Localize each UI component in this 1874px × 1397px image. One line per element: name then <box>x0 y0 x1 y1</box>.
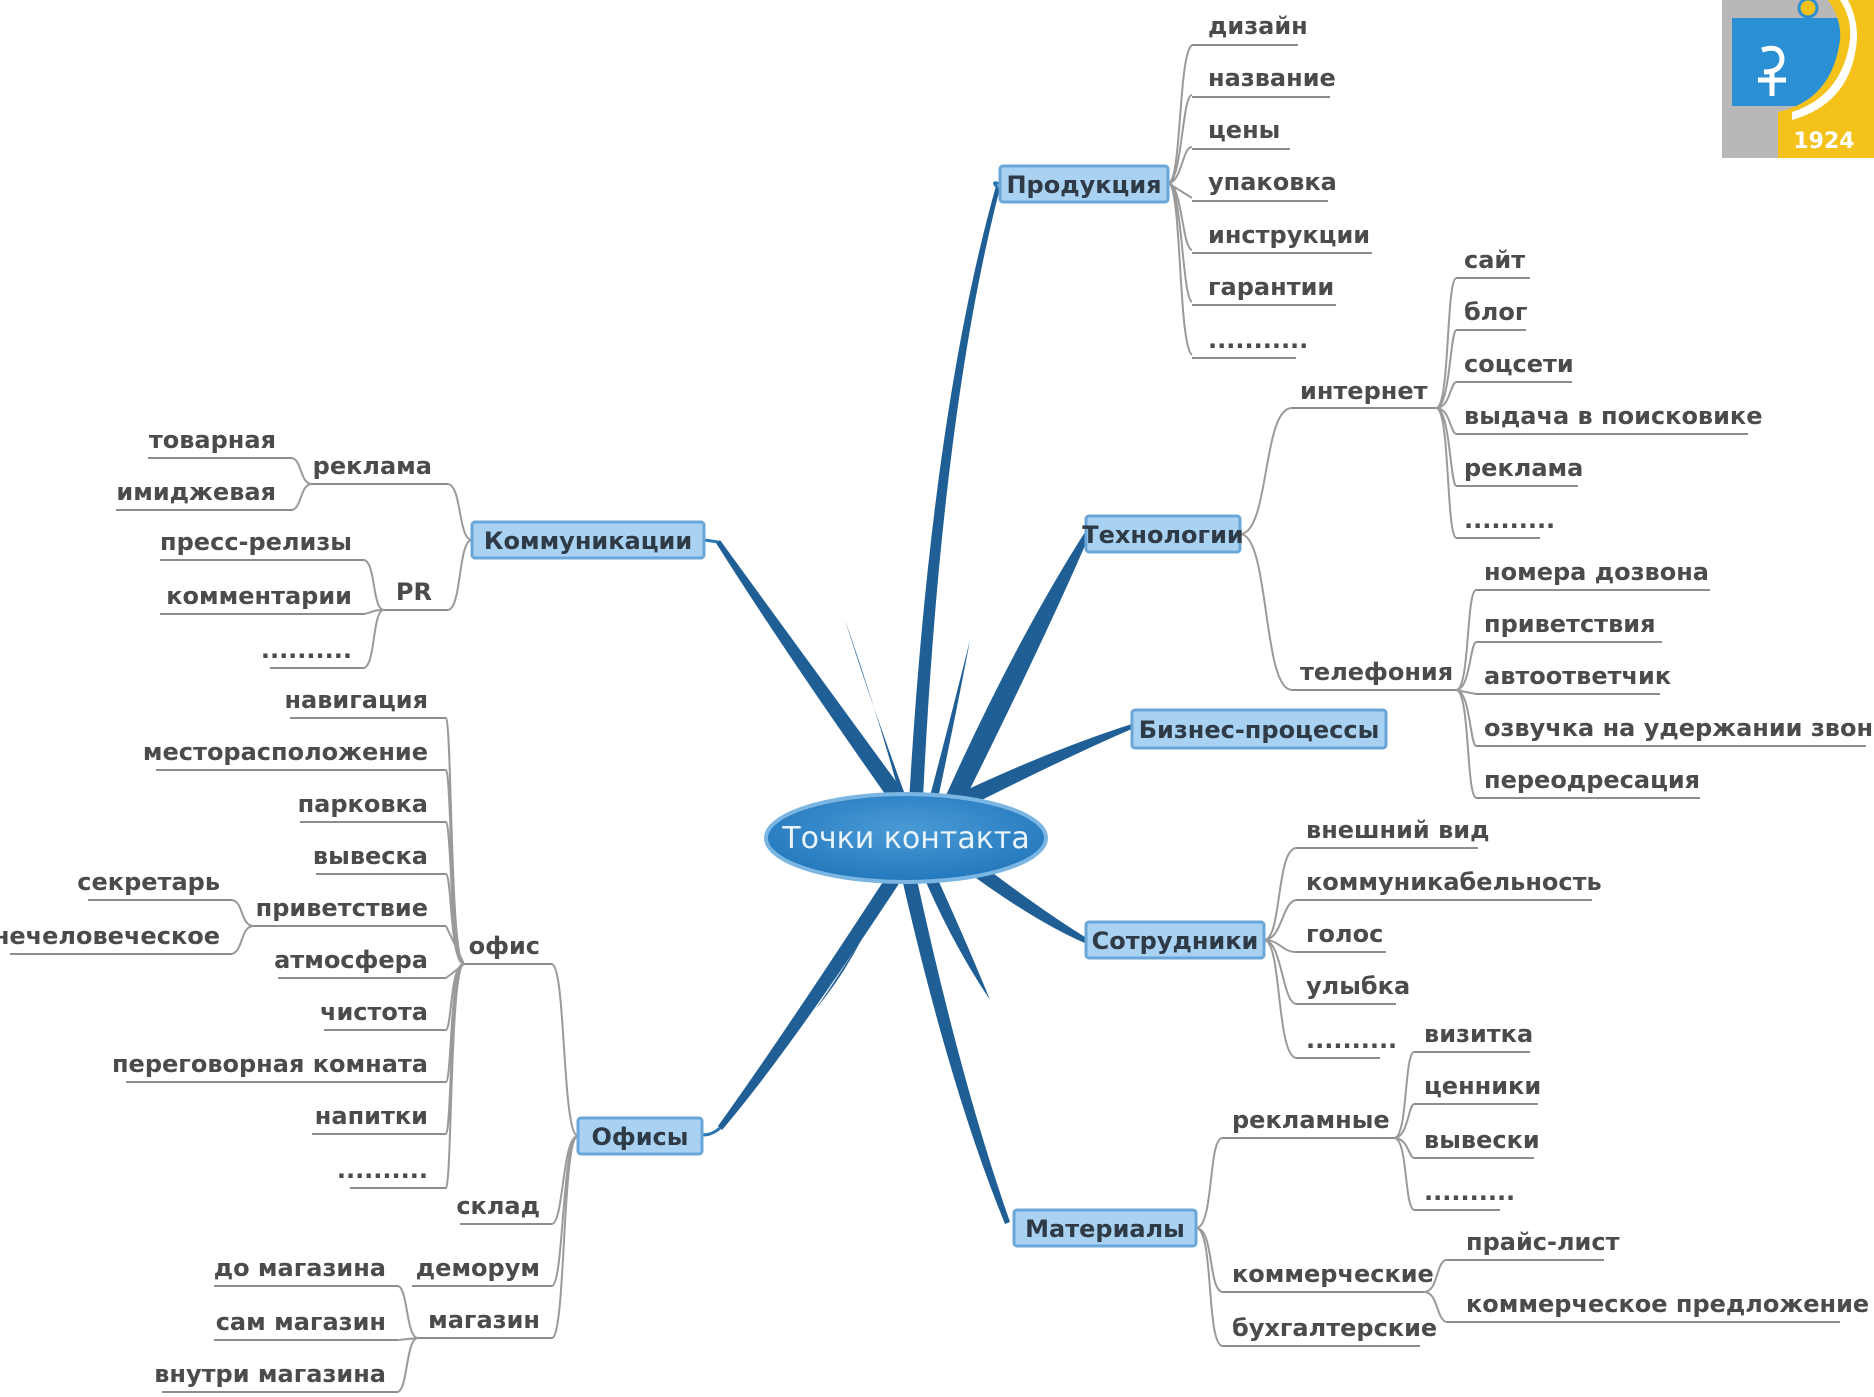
office-item: чистота <box>320 998 428 1026</box>
advertising-item: визитка <box>1424 1020 1533 1048</box>
spoke-business <box>945 724 1134 815</box>
staff-item: голос <box>1306 920 1383 948</box>
technologies-label: Технологии <box>1082 521 1243 549</box>
advertising-item: ценники <box>1424 1072 1541 1100</box>
commercial-label: коммерческие <box>1232 1260 1434 1288</box>
telephony-item: приветствия <box>1484 610 1656 638</box>
office-item: атмосфера <box>274 946 428 974</box>
pr-label: PR <box>396 578 432 606</box>
staff-item: коммуникабельность <box>1306 868 1602 896</box>
telephony-item: переодресация <box>1484 766 1700 794</box>
telephony-label: телефония <box>1300 658 1453 686</box>
products-item: гарантии <box>1208 273 1334 301</box>
ads-label: реклама <box>313 452 432 480</box>
internet-label: интернет <box>1300 377 1428 405</box>
branch-technologies: Технологии интернет сайт блог соцсети вы… <box>1082 246 1874 799</box>
staff-item: .......... <box>1306 1026 1397 1054</box>
products-item: инструкции <box>1208 221 1370 249</box>
spoke-minor-4 <box>920 862 990 1000</box>
internet-item: выдача в поисковике <box>1464 402 1763 430</box>
university-logo: 1924 <box>1722 0 1874 158</box>
pr-item: .......... <box>261 636 352 664</box>
staff-item: внешний вид <box>1306 816 1490 844</box>
spoke-minor-3 <box>815 860 905 1010</box>
office-item: месторасположение <box>143 738 428 766</box>
advertising-item: вывески <box>1424 1126 1540 1154</box>
center-node[interactable]: Точки контакта <box>764 792 1048 884</box>
offices-label: Офисы <box>592 1123 689 1151</box>
staff-label: Сотрудники <box>1092 927 1259 955</box>
spoke-communications <box>716 540 914 818</box>
communications-label: Коммуникации <box>484 527 692 555</box>
spoke-products <box>908 186 1000 820</box>
products-box[interactable]: Продукция <box>998 164 1170 204</box>
commercial-item: прайс-лист <box>1466 1228 1620 1256</box>
advertising-label: рекламные <box>1232 1106 1390 1134</box>
business-box[interactable]: Бизнес-процессы <box>1130 708 1388 750</box>
materials-label: Материалы <box>1025 1215 1185 1243</box>
products-item: название <box>1208 64 1336 92</box>
greeting-item: секретарь <box>77 868 220 896</box>
internet-item: реклама <box>1464 454 1583 482</box>
internet-item: сайт <box>1464 246 1525 274</box>
spoke-minor-2 <box>925 640 970 822</box>
spoke-materials <box>900 866 1010 1224</box>
branch-materials: Материалы рекламные визитка ценники выве… <box>1012 1020 1869 1347</box>
office-item: навигация <box>284 686 428 714</box>
technologies-box[interactable]: Технологии <box>1082 514 1244 554</box>
telephony-item: озвучка на удержании звонка <box>1484 714 1874 742</box>
products-item: ........... <box>1208 326 1308 354</box>
pr-item: комментарии <box>166 582 352 610</box>
commercial-item: коммерческое предложение <box>1466 1290 1869 1318</box>
branch-offices: Офисы офис навигация месторасположение п… <box>0 686 704 1393</box>
office-item: парковка <box>298 790 428 818</box>
offices-box[interactable]: Офисы <box>576 1116 704 1156</box>
office-item: напитки <box>315 1102 428 1130</box>
office-item: .......... <box>337 1156 428 1184</box>
shop-item: до магазина <box>214 1254 386 1282</box>
shop-label: магазин <box>428 1306 540 1334</box>
spoke-technologies <box>935 532 1090 833</box>
internet-item: соцсети <box>1464 350 1574 378</box>
products-items: дизайн название цены упаковка инструкции… <box>1192 12 1372 359</box>
ads-item: имиджевая <box>116 478 276 506</box>
internet-item: .......... <box>1464 506 1555 534</box>
branch-products: Продукция дизайн название цены упаковка … <box>998 12 1372 359</box>
products-item: цены <box>1208 116 1280 144</box>
office-item: переговорная комната <box>112 1050 428 1078</box>
internet-item: блог <box>1464 298 1527 326</box>
shop-item: внутри магазина <box>154 1360 386 1388</box>
staff-box[interactable]: Сотрудники <box>1084 920 1266 960</box>
staff-item: улыбка <box>1306 972 1410 1000</box>
showroom-label: деморум <box>416 1254 540 1282</box>
shop-item: сам магазин <box>216 1308 386 1336</box>
medical-snake-bowl-icon <box>1758 45 1786 96</box>
products-label: Продукция <box>1006 171 1161 199</box>
branch-staff: Сотрудники внешний вид коммуникабельност… <box>1084 816 1602 1059</box>
business-label: Бизнес-процессы <box>1139 716 1380 744</box>
branch-communications: Коммуникации реклама товарная имиджевая … <box>116 426 706 669</box>
ads-item: товарная <box>149 426 276 454</box>
spokes <box>716 186 1134 1224</box>
communications-box[interactable]: Коммуникации <box>470 520 706 560</box>
sun-icon <box>1797 0 1819 19</box>
center-label: Точки контакта <box>781 821 1030 856</box>
telephony-item: номера дозвона <box>1484 558 1709 586</box>
products-item: дизайн <box>1208 12 1308 40</box>
office-item: вывеска <box>313 842 428 870</box>
advertising-item: .......... <box>1424 1178 1515 1206</box>
logo-year: 1924 <box>1793 129 1854 154</box>
spoke-offices <box>718 868 904 1130</box>
accounting-label: бухгалтерские <box>1232 1314 1437 1342</box>
greeting-item: нечеловеческое <box>0 922 220 950</box>
telephony-item: автоответчик <box>1484 662 1671 690</box>
products-item: упаковка <box>1208 168 1337 196</box>
spoke-minor-1 <box>845 620 915 822</box>
warehouse-label: склад <box>456 1192 540 1220</box>
pr-item: пресс-релизы <box>160 528 352 556</box>
office-item: приветствие <box>256 894 428 922</box>
office-label: офис <box>469 932 540 960</box>
materials-box[interactable]: Материалы <box>1012 1208 1198 1248</box>
